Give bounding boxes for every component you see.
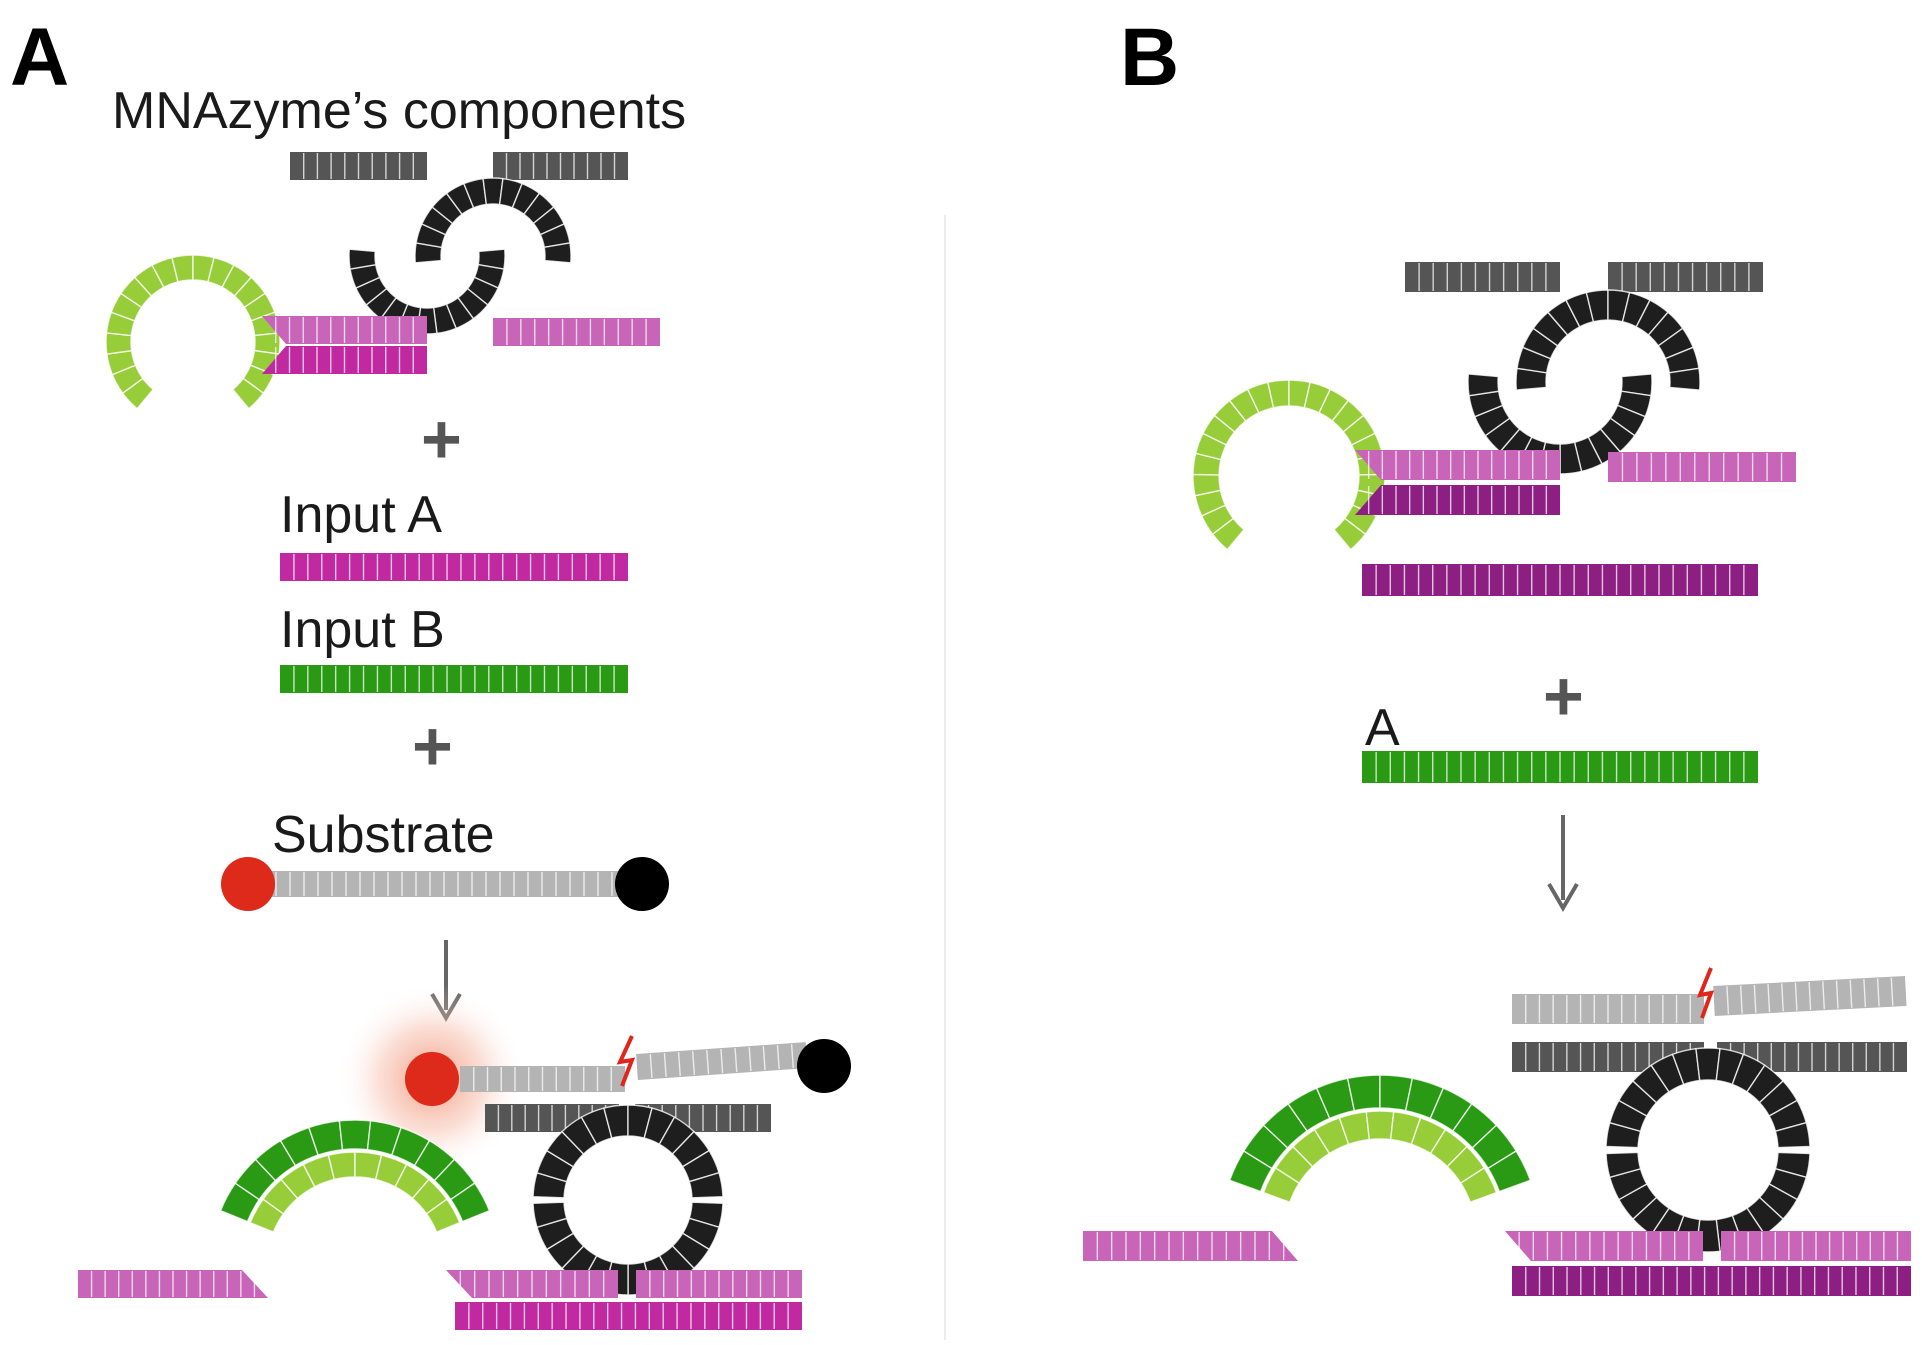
panel-b: B + A (1083, 12, 1911, 1296)
input-b-bound-outer (219, 1119, 491, 1223)
input-a-label: Input A (280, 486, 442, 544)
quencher-cleaved (797, 1039, 851, 1093)
b-sensor-arm-left-gray (1405, 262, 1560, 292)
b-substrate-arm-right (1608, 452, 1796, 482)
plus-sign-1: + (421, 400, 462, 478)
cleaved-substrate-left (460, 1066, 625, 1092)
substrate-arm-left-bound (446, 1270, 618, 1298)
active-mnazyme-complex (78, 984, 851, 1330)
b-cleaved-substrate-right (1713, 975, 1907, 1016)
right-sensor-arm-gray (493, 152, 628, 180)
green-hairpin-loop (105, 254, 281, 410)
b-cleaved-substrate-left (1512, 994, 1704, 1024)
input-b-label: Input B (280, 601, 445, 659)
b-plus-sign: + (1543, 657, 1584, 735)
input-a-bound (455, 1302, 802, 1330)
hairpin-tail-left (78, 1270, 268, 1298)
plus-sign-2: + (412, 707, 453, 785)
input-b-strand (280, 665, 628, 693)
b-green-hairpin-loop (1192, 379, 1386, 551)
b-input-strand (1362, 751, 1758, 783)
b-blocker-strand (1362, 564, 1758, 596)
panel-a: A MNAzyme’s components + Input A Input B… (10, 12, 851, 1330)
catalytic-core-right (532, 1104, 724, 1199)
inhibited-mnazyme-complex (1192, 262, 1796, 596)
b-hairpin-tail-left (1083, 1231, 1298, 1261)
components-title: MNAzyme’s components (112, 82, 686, 140)
b-blocker-bound (1512, 1266, 1911, 1296)
right-substrate-arm (493, 318, 660, 346)
fluorophore-released (405, 1052, 459, 1106)
cleaved-substrate-right (636, 1042, 808, 1080)
b-catalytic-core-right (1605, 1047, 1811, 1149)
left-substrate-arm (262, 316, 427, 344)
mnazyme-component-right (414, 152, 660, 346)
cleavage-site-icon (616, 1035, 636, 1087)
mnazyme-component-left (105, 152, 506, 410)
b-substrate-arm-left (1355, 450, 1560, 480)
b-substrate-arm-right-bound (1721, 1231, 1911, 1261)
b-catalytic-arm-right (1515, 289, 1701, 391)
hairpin-opened-inner (249, 1151, 461, 1233)
b-substrate-arm-left-bound (1505, 1231, 1703, 1261)
quencher-dot (615, 857, 669, 911)
input-a-strand (280, 553, 628, 581)
b-sensor-arm-right-gray (1608, 262, 1763, 292)
left-sensor-arm-gray (290, 152, 427, 180)
substrate-label: Substrate (272, 806, 495, 864)
b-reaction-arrow (1547, 815, 1579, 912)
b-cleavage-site-icon (1696, 967, 1715, 1019)
substrate-arm-right-bound (636, 1270, 802, 1298)
right-catalytic-arm (414, 177, 572, 264)
b-active-complex (1083, 967, 1911, 1296)
fluorophore-dot (221, 857, 275, 911)
b-hairpin-opened-inner (1262, 1110, 1498, 1204)
panel-b-label: B (1120, 12, 1179, 103)
b-input-label: A (1365, 699, 1400, 757)
left-target-arm (262, 346, 427, 374)
substrate-strand (262, 871, 640, 897)
b-inhibitor-arm (1355, 485, 1560, 515)
b-input-bound-outer (1228, 1074, 1532, 1193)
panel-a-label: A (10, 12, 69, 103)
